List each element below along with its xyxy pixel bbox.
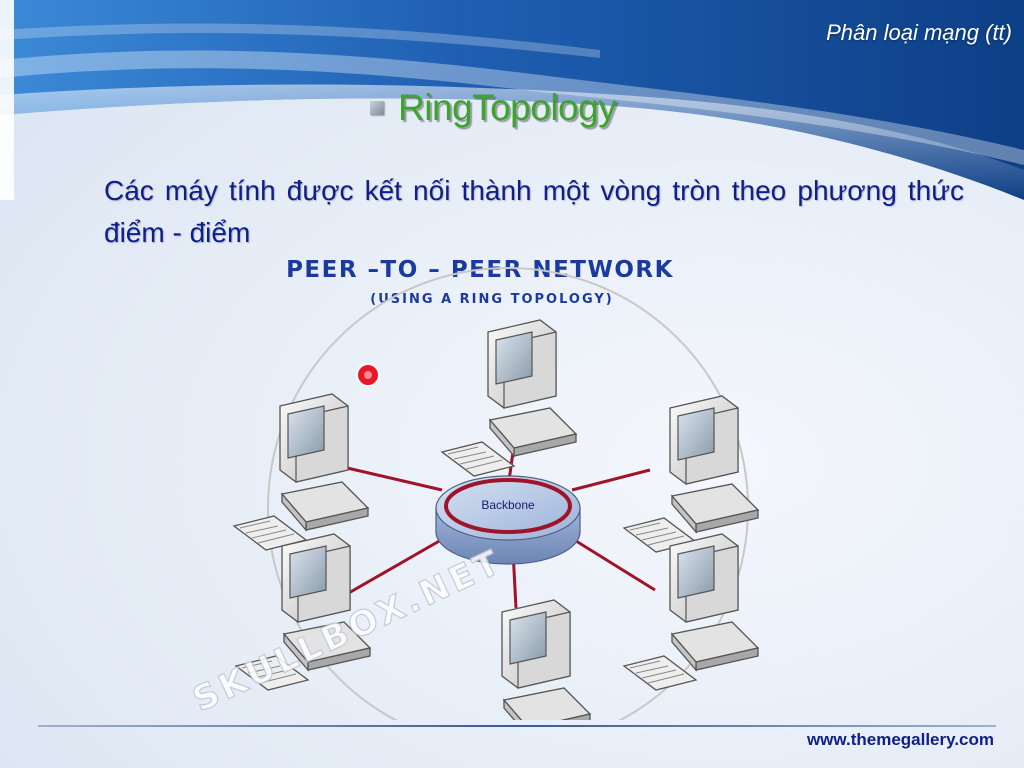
ring-topology-diagram: PEER –TO – PEER NETWORK (USING A RING TO… xyxy=(186,257,759,720)
topic-heading: RingTopology xyxy=(370,86,617,130)
hub-inner-ring xyxy=(444,478,572,534)
link-lower-left xyxy=(339,534,449,600)
computer-node-upper-left xyxy=(233,393,369,551)
token-dot-icon xyxy=(356,363,380,387)
square-bullet-icon xyxy=(370,101,384,115)
footer-divider xyxy=(38,725,996,727)
diagram-subtitle: (USING A RING TOPOLOGY) xyxy=(370,292,613,307)
header-wave-banner xyxy=(0,0,1024,200)
slide-header-title: Phân loại mạng (tt) xyxy=(826,20,1012,45)
hub-label: Backbone xyxy=(481,498,535,512)
link-upper-left xyxy=(329,462,443,492)
computer-node-upper-right xyxy=(623,395,759,553)
link-lower-right xyxy=(567,534,656,592)
backbone-hub: Backbone xyxy=(435,475,581,565)
footer-url: www.themegallery.com xyxy=(806,730,994,749)
topic-title: RingTopology xyxy=(398,87,617,128)
topic-description: Các máy tính được kết nối thành một vòng… xyxy=(104,175,964,248)
link-upper-right xyxy=(571,468,651,492)
computer-node-lower-right xyxy=(623,533,759,691)
computer-node-bottom xyxy=(455,599,591,720)
computer-node-top xyxy=(441,319,577,477)
